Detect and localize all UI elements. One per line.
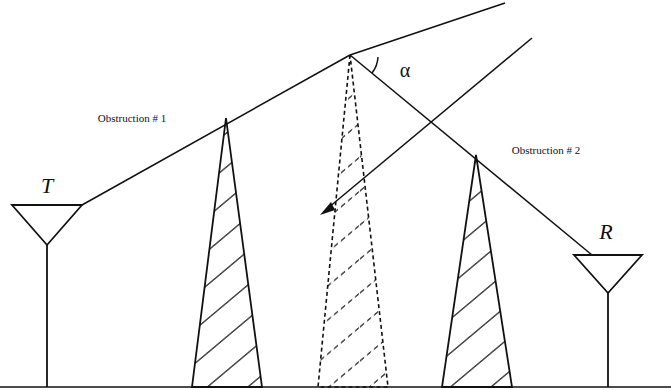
- angle-label: α: [400, 59, 410, 81]
- transmitter-antenna: [12, 205, 82, 387]
- obstruction-2: [442, 155, 512, 387]
- obstruction-label: Obstruction # 1: [98, 112, 166, 124]
- antenna-label: R: [599, 220, 612, 244]
- ray-paths: [82, 3, 592, 255]
- obstruction-label: Obstruction # 2: [512, 144, 580, 156]
- receiver-antenna: [574, 255, 642, 387]
- pointer-arrow: [320, 38, 532, 215]
- obstruction-1: [192, 118, 262, 387]
- equivalent-knife-edge: [318, 55, 388, 387]
- antenna-label: T: [41, 174, 53, 198]
